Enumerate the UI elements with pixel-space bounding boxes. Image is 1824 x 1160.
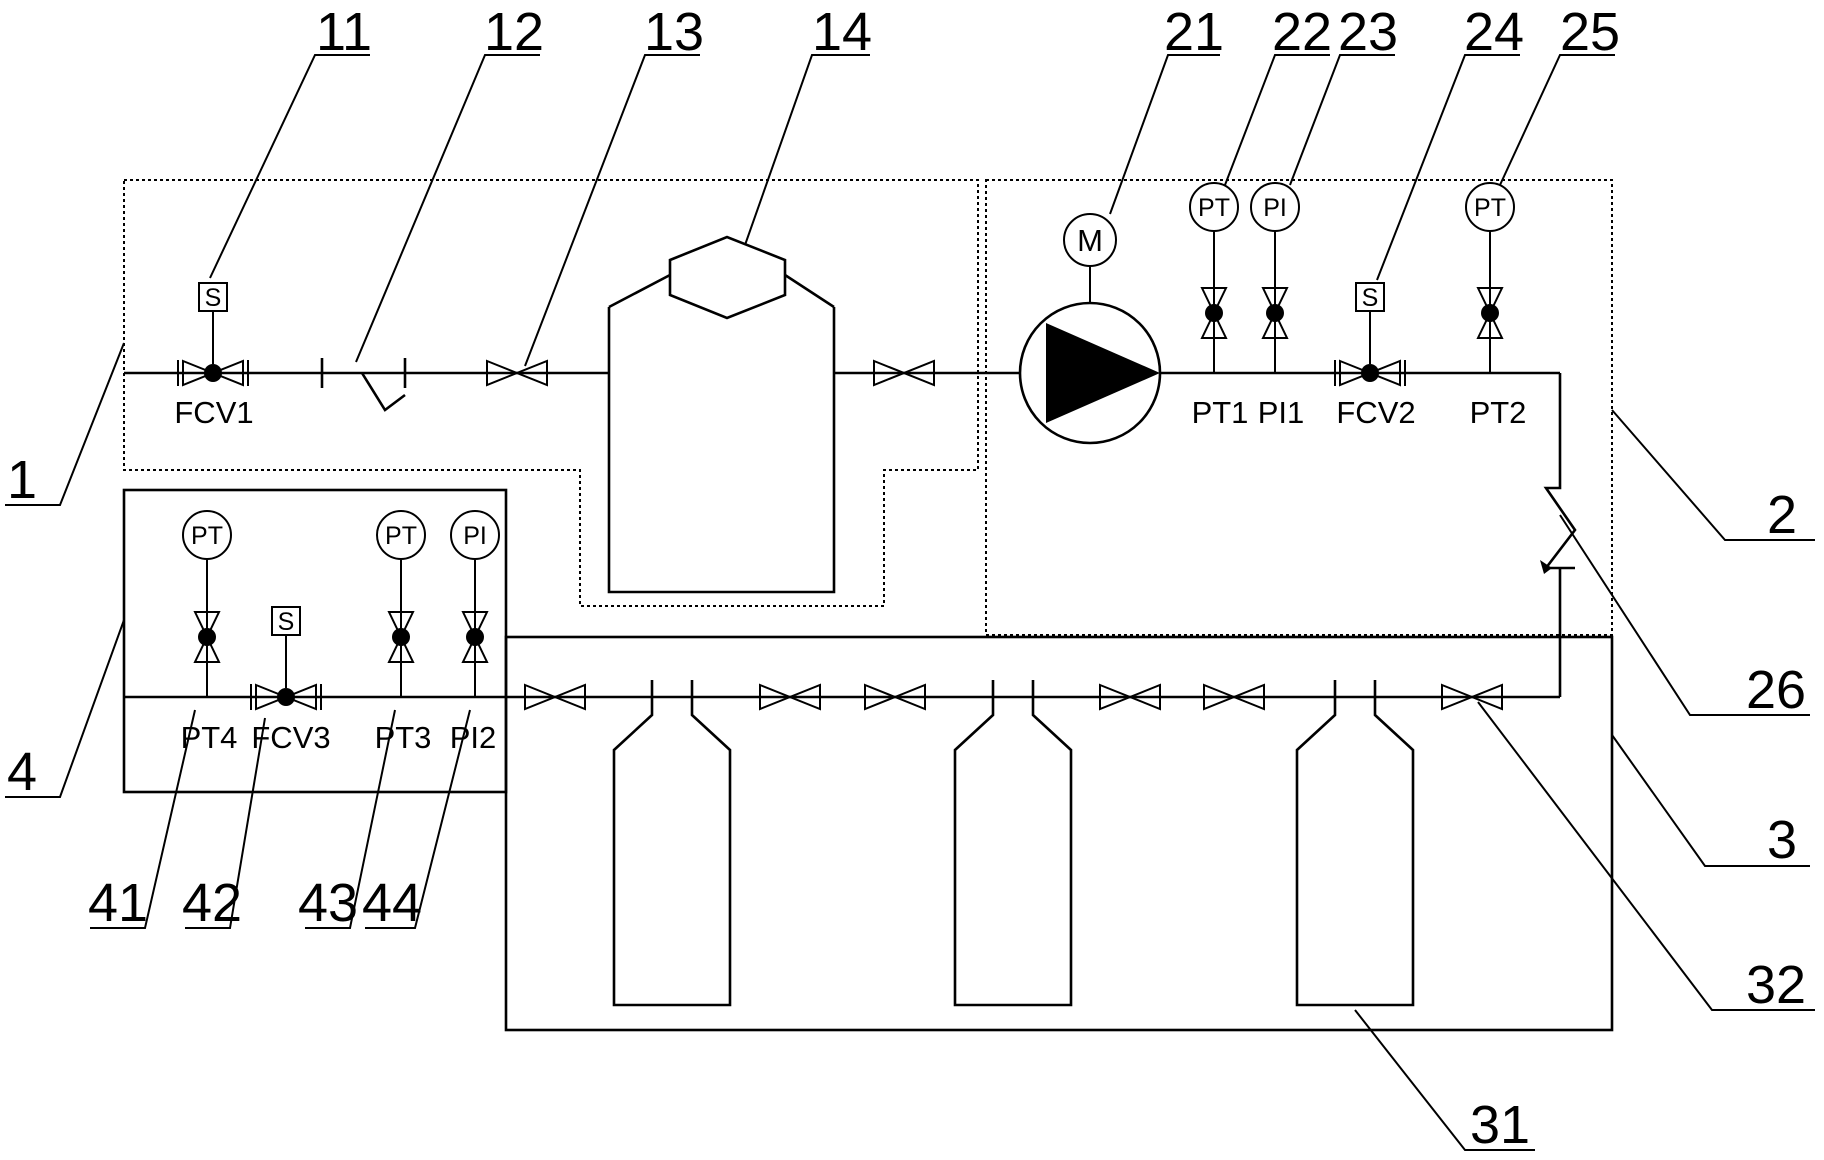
callout-2: 2 (1767, 485, 1797, 545)
callout-21: 21 (1164, 2, 1224, 62)
solenoid-label: S (278, 608, 295, 636)
callout-1: 1 (7, 450, 37, 510)
callout-numbers: 11 12 13 14 21 22 23 24 25 1 2 26 4 3 32… (7, 2, 1806, 1155)
callout-13: 13 (644, 2, 704, 62)
solenoid-valve-fcv2: S (1334, 282, 1406, 387)
tag-pi2: PI2 (450, 720, 497, 755)
tag-labels: FCV1 PT1 PI1 FCV2 PT2 PT4 FCV3 PT3 PI2 (174, 395, 1526, 755)
pt-label: PT (385, 522, 417, 550)
tag-pi1: PI1 (1258, 395, 1305, 430)
callout-26: 26 (1746, 660, 1806, 720)
gas-cylinders (612, 678, 1415, 1007)
callout-3: 3 (1767, 810, 1797, 870)
pressure-transmitter-pt2: PT (1465, 182, 1515, 373)
pi-label: PI (1263, 194, 1287, 222)
tag-pt1: PT1 (1192, 395, 1249, 430)
callout-22: 22 (1272, 2, 1332, 62)
pressure-indicator-pi2: PI (450, 510, 500, 697)
callout-12: 12 (484, 2, 544, 62)
callout-14: 14 (812, 2, 872, 62)
solenoid-label: S (1362, 284, 1379, 312)
solenoid-valve-fcv1: S (177, 282, 249, 387)
pressure-transmitter-pt3: PT (376, 510, 426, 697)
tag-pt4: PT4 (181, 720, 238, 755)
pi-label: PI (463, 522, 487, 550)
callout-11: 11 (316, 2, 372, 62)
pressure-transmitter-pt4: PT (182, 510, 232, 697)
callout-44: 44 (362, 873, 422, 933)
storage-tank (607, 235, 836, 594)
callout-25: 25 (1560, 2, 1620, 62)
callout-24: 24 (1464, 2, 1524, 62)
tag-pt2: PT2 (1470, 395, 1527, 430)
module-1-boundary (123, 179, 979, 607)
callout-4: 4 (7, 742, 37, 802)
solenoid-valve-fcv3: S (250, 606, 322, 711)
module-3-boundary (504, 635, 1614, 1032)
callout-32: 32 (1746, 955, 1806, 1015)
tag-fcv1: FCV1 (174, 395, 253, 430)
pressure-indicator-pi1: PI (1250, 182, 1300, 373)
callout-42: 42 (182, 873, 242, 933)
motor-label: M (1077, 223, 1103, 258)
tag-fcv3: FCV3 (251, 720, 330, 755)
leader-lines (5, 54, 1815, 1151)
pt-label: PT (191, 522, 223, 550)
pt-label: PT (1198, 194, 1230, 222)
pressure-transmitter-pt1: PT (1189, 182, 1239, 373)
module-2-boundary (985, 179, 1613, 636)
callout-31: 31 (1470, 1095, 1530, 1155)
pump: M (1018, 213, 1162, 445)
pt-label: PT (1474, 194, 1506, 222)
tag-pt3: PT3 (375, 720, 432, 755)
callout-43: 43 (298, 873, 358, 933)
filter (320, 358, 407, 412)
solenoid-label: S (205, 284, 222, 312)
check-valve (1540, 485, 1580, 574)
tag-fcv2: FCV2 (1336, 395, 1415, 430)
callout-41: 41 (88, 873, 148, 933)
callout-23: 23 (1338, 2, 1398, 62)
